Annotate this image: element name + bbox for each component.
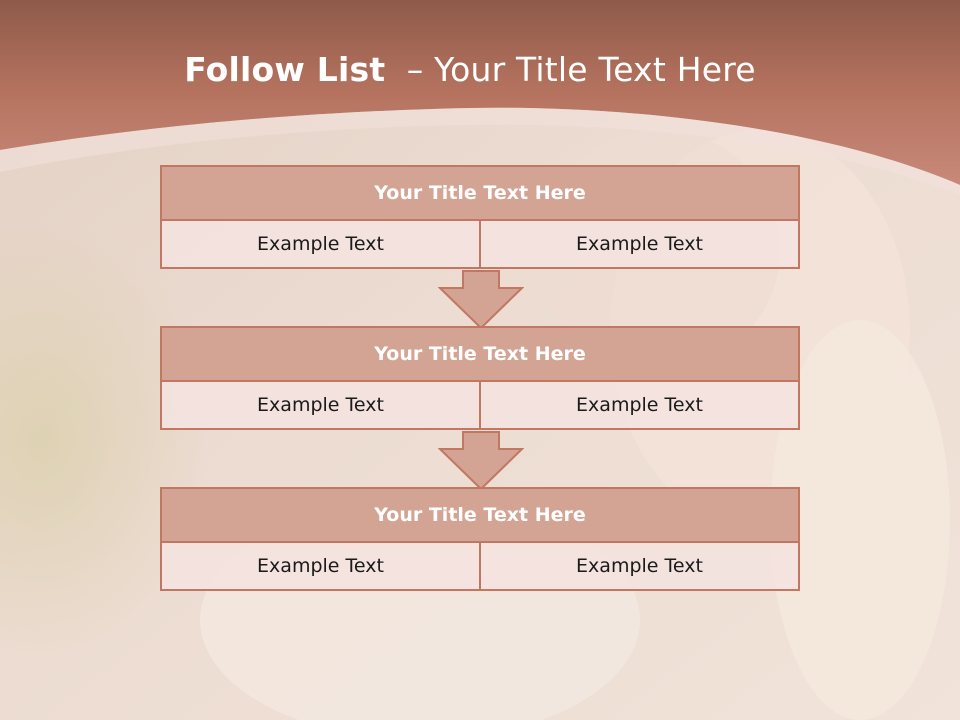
step-cell-left: Example Text [160, 380, 481, 430]
step-title: Your Title Text Here [160, 487, 800, 543]
step-row: Example Text Example Text [160, 541, 800, 591]
step-cell-left: Example Text [160, 541, 481, 591]
step-title: Your Title Text Here [160, 326, 800, 382]
slide-title: Follow List – Your Title Text Here [0, 50, 940, 89]
down-arrow-icon [438, 431, 524, 491]
step-block: Your Title Text Here Example Text Exampl… [160, 487, 800, 591]
step-row: Example Text Example Text [160, 380, 800, 430]
step-cell-right: Example Text [479, 380, 800, 430]
slide-title-rest: – Your Title Text Here [385, 50, 756, 89]
step-row: Example Text Example Text [160, 219, 800, 269]
step-cell-right: Example Text [479, 541, 800, 591]
step-title: Your Title Text Here [160, 165, 800, 221]
step-cell-right: Example Text [479, 219, 800, 269]
step-block: Your Title Text Here Example Text Exampl… [160, 326, 800, 430]
step-cell-left: Example Text [160, 219, 481, 269]
down-arrow-icon [438, 270, 524, 330]
slide-title-bold: Follow List [184, 50, 386, 89]
step-block: Your Title Text Here Example Text Exampl… [160, 165, 800, 269]
